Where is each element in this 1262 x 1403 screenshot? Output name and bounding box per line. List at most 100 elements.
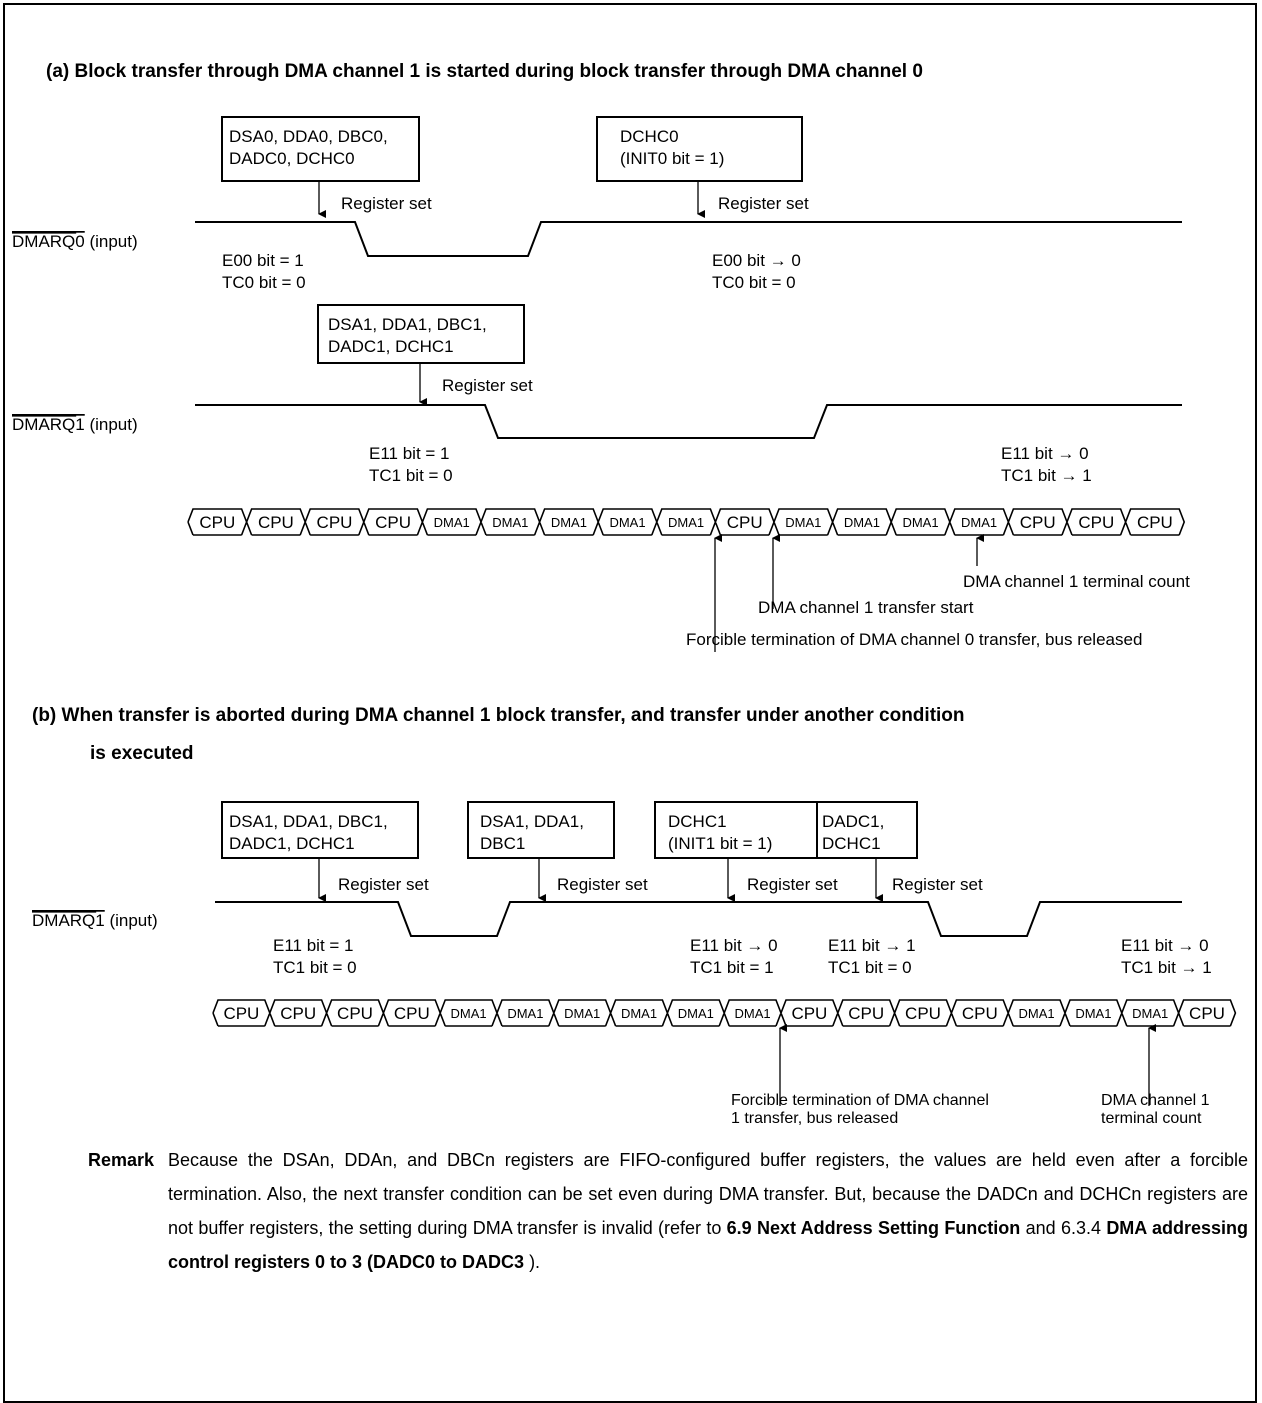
bus-timeline-b-cell-10: DMA1: [735, 1006, 771, 1021]
section-a-diagram: DSA0, DDA0, DBC0, DADC0, DCHC0 DCHC0(INIT0…: [12, 116, 1190, 652]
register-box-a-1-line-1: DSA0, DDA0, DBC0,: [229, 127, 388, 146]
signal-dmarq1-a-suffix: (input): [85, 415, 138, 434]
register-box-b-4: DADC1, DCHC1: [816, 801, 918, 859]
register-box-b-2: DSA1, DDA1, DBC1: [467, 801, 615, 859]
annotation-a-terminal-count: DMA channel 1 terminal count: [963, 572, 1190, 591]
register-box-a-2-border: [596, 116, 803, 182]
bus-timeline-b-cell-17: DMA1: [1132, 1006, 1168, 1021]
register-box-a-1-line-2: DADC0, DCHC0: [229, 149, 355, 168]
bus-timeline-a-cell-8: DMA1: [609, 515, 645, 530]
register-box-b-1-line-1: DSA1, DDA1, DBC1,: [229, 812, 388, 831]
remark-reference-1: 6.9 Next Address Setting Function: [726, 1218, 1021, 1238]
bus-timeline-b-cell-4: CPU: [394, 1004, 430, 1023]
bus-timeline-b-cell-14: CPU: [962, 1004, 998, 1023]
bus-timeline-a-cell-10: CPU: [727, 513, 763, 532]
register-box-b-1-border: [221, 801, 419, 859]
status-b-1-line-1: E11 bit = 1: [273, 936, 354, 955]
status-a-2-line-2: TC0 bit = 0: [712, 273, 796, 292]
annotation-a-transfer-start: DMA channel 1 transfer start: [758, 598, 974, 617]
bus-timeline-a-cell-4: CPU: [375, 513, 411, 532]
status-b-4-line-2: TC1 bit → 1: [1121, 958, 1212, 977]
bus-timeline-a: CPU CPU CPU CPU DMA1 DMA1 DMA1 DMA1 DMA1 CPU DMA1 D…: [187, 508, 1186, 536]
register-set-label-a-2: Register set: [718, 194, 809, 213]
bus-timeline-b-cell-11: CPU: [791, 1004, 827, 1023]
annotation-b-terminal-count-line-2: terminal count: [1101, 1110, 1202, 1127]
register-box-b-2-line-2: DBC1: [480, 834, 525, 853]
remark-label: Remark: [88, 1150, 155, 1170]
bus-timeline-b-cell-6: DMA1: [507, 1006, 543, 1021]
register-box-a-3-line-1: DSA1, DDA1, DBC1,: [328, 315, 487, 334]
annotation-b-terminal-count-line-1: DMA channel 1: [1101, 1092, 1210, 1109]
bus-timeline-b-cell-13: CPU: [905, 1004, 941, 1023]
register-box-b-3-line-2: (INIT1 bit = 1): [668, 834, 772, 853]
register-box-b-4-line-1: DADC1,: [822, 812, 884, 831]
bus-timeline-b: CPU CPU CPU CPU DMA1 DMA1 DMA1 DMA1 DMA1 DMA1 CPU C…: [212, 999, 1237, 1027]
register-box-a-1: DSA0, DDA0, DBC0, DADC0, DCHC0: [221, 116, 420, 182]
status-b-3-line-2: TC1 bit = 0: [828, 958, 912, 977]
status-b-2-line-2: TC1 bit = 1: [690, 958, 774, 977]
signal-dmarq0: DMARQ0 (input): [12, 232, 138, 251]
register-box-a-2: DCHC0(INIT0 bit = 1): [596, 116, 803, 182]
bus-timeline-a-cell-14: DMA1: [961, 515, 997, 530]
section-b-title-line1: (b) When transfer is aborted during DMA …: [32, 705, 965, 726]
register-set-label-b-3: Register set: [747, 875, 838, 894]
status-b-4-line-1: E11 bit → 0: [1121, 936, 1209, 955]
bus-timeline-b-cell-8: DMA1: [621, 1006, 657, 1021]
register-set-label-b-2: Register set: [557, 875, 648, 894]
bus-timeline-b-cell-3: CPU: [337, 1004, 373, 1023]
bus-timeline-b-cell-15: DMA1: [1019, 1006, 1055, 1021]
register-box-a-3: DSA1, DDA1, DBC1,DADC1, DCHC1: [317, 304, 525, 364]
annotation-b-forcible-termination-line-1: Forcible termination of DMA channel: [731, 1092, 989, 1109]
remark-text-1: Because the DSAn, DDAn, and DBCn registe…: [168, 1150, 1248, 1238]
dmarq1-b-waveform: [215, 901, 1182, 937]
bus-timeline-b-cell-5: DMA1: [451, 1006, 487, 1021]
bus-timeline-a-cell-6: DMA1: [492, 515, 528, 530]
bus-timeline-b-cell-12: CPU: [848, 1004, 884, 1023]
status-b-3-line-1: E11 bit → 1: [828, 936, 916, 955]
bus-timeline-a-cell-12: DMA1: [844, 515, 880, 530]
bus-timeline-b-cell-16: DMA1: [1075, 1006, 1111, 1021]
section-a-title: (a) Block transfer through DMA channel 1…: [46, 61, 923, 82]
bus-timeline-a-cell-9: DMA1: [668, 515, 704, 530]
signal-dmarq1-b-suffix: (input): [105, 911, 158, 930]
register-box-b-4-border: [816, 801, 918, 859]
register-box-a-2-line-1: DCHC0: [620, 127, 679, 146]
register-box-b-2-line-1: DSA1, DDA1,: [480, 812, 584, 831]
dmarq0-waveform: [195, 221, 1182, 257]
bus-timeline-b-cell-2: CPU: [280, 1004, 316, 1023]
bus-timeline-a-cell-3: CPU: [317, 513, 353, 532]
section-b-diagram: DSA1, DDA1, DBC1, DADC1, DCHC1 DSA1, DDA1,…: [32, 801, 1237, 1127]
annotation-b-forcible-termination-line-2: 1 transfer, bus released: [731, 1110, 898, 1127]
register-box-b-4-line-2: DCHC1: [822, 834, 881, 853]
bus-timeline-a-cell-1: CPU: [199, 513, 235, 532]
bus-timeline-a-cell-5: DMA1: [434, 515, 470, 530]
bus-timeline-a-cell-7: DMA1: [551, 515, 587, 530]
register-set-label-a-3: Register set: [442, 376, 533, 395]
register-box-a-1-border: [221, 116, 420, 182]
status-a-2-line-1: E00 bit → 0: [712, 251, 801, 270]
status-a-4-line-1: E11 bit → 0: [1001, 444, 1089, 463]
status-b-2-line-1: E11 bit → 0: [690, 936, 778, 955]
status-a-3-line-1: E11 bit = 1: [369, 444, 450, 463]
annotation-a-forcible-termination: Forcible termination of DMA channel 0 tr…: [686, 630, 1142, 649]
bus-timeline-a-cell-11: DMA1: [785, 515, 821, 530]
signal-dmarq1-a: DMARQ1 (input): [12, 415, 138, 434]
signal-dmarq1-a-name: DMARQ1: [12, 415, 85, 434]
register-box-b-2-border: [467, 801, 615, 859]
remark-text-3: ).: [524, 1252, 541, 1272]
bus-timeline-a-cell-16: CPU: [1078, 513, 1114, 532]
status-a-1-line-1: E00 bit = 1: [222, 251, 304, 270]
remark: Remark Because the DSAn, DDAn, and DBCn …: [88, 1143, 1248, 1279]
remark-text-2: and 6.3.4: [1020, 1218, 1107, 1238]
remark-body: Because the DSAn, DDAn, and DBCn registe…: [168, 1143, 1248, 1279]
register-box-a-3-border: [317, 304, 525, 364]
bus-timeline-b-cell-1: CPU: [223, 1004, 259, 1023]
status-a-1-line-2: TC0 bit = 0: [222, 273, 306, 292]
section-b-title-line2: is executed: [90, 743, 194, 764]
bus-timeline-b-cell-18: CPU: [1189, 1004, 1225, 1023]
status-a-4-line-2: TC1 bit → 1: [1001, 466, 1092, 485]
register-box-b-3-line-1: DCHC1: [668, 812, 727, 831]
signal-dmarq1-b: DMARQ1 (input): [32, 911, 158, 930]
bus-timeline-b-cell-7: DMA1: [564, 1006, 600, 1021]
